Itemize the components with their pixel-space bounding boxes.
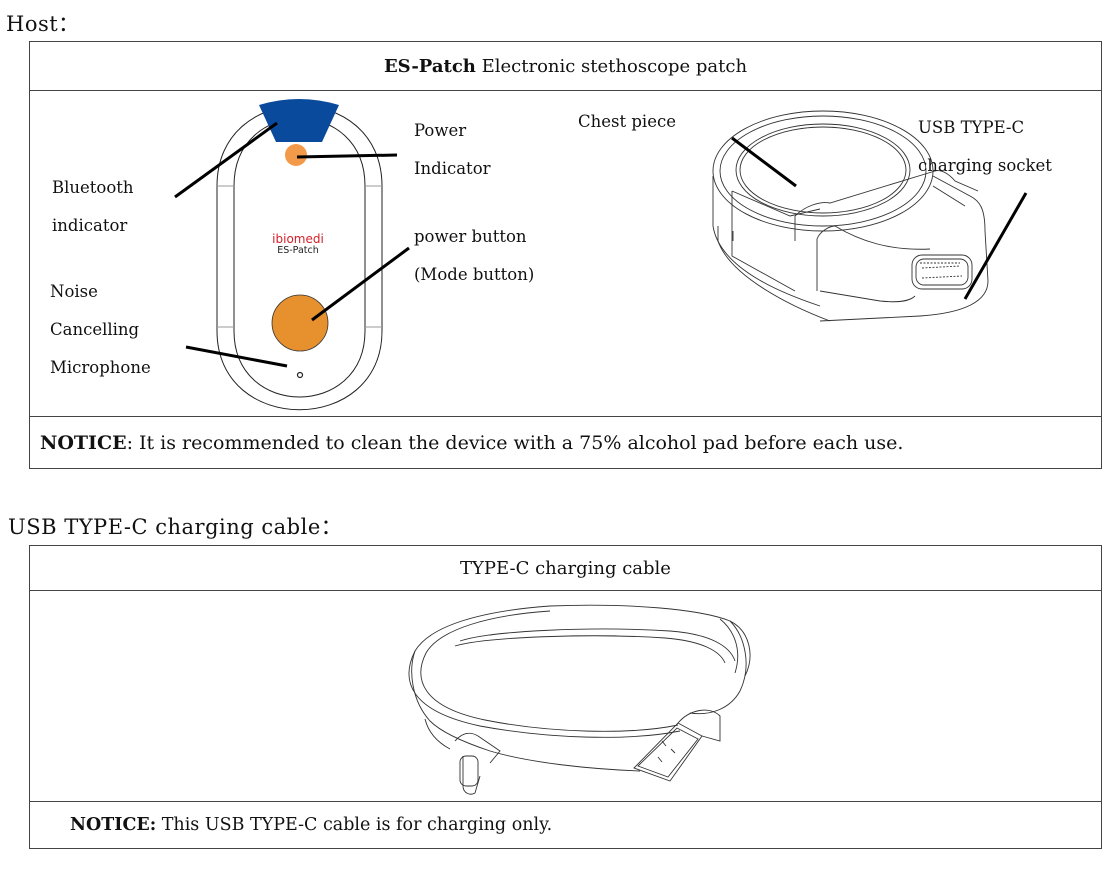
bluetooth-leader-line [174, 121, 278, 199]
notice-text: : It is recommended to clean the device … [126, 431, 904, 454]
device-outer-outline [216, 105, 383, 411]
logo-model: ES-Patch [277, 245, 319, 256]
microphone-leader-line [185, 345, 288, 368]
cable-section-title: USB TYPE-C charging cable： [8, 515, 343, 539]
side-view-diagram [712, 110, 989, 322]
power-indicator-label: Power Indicator [414, 121, 491, 178]
host-diagram-row: ibiomedi ES-Patch Bluetooth indicator Po… [30, 90, 1101, 416]
usb-socket-label: USB TYPE-C charging socket [918, 118, 1052, 175]
cable-notice-text: This USB TYPE-C cable is for charging on… [156, 815, 553, 835]
bluetooth-indicator-label: Bluetooth indicator [52, 178, 134, 235]
logo-brand: ibiomedi [272, 232, 324, 246]
cable-diagram [408, 604, 751, 795]
power-indicator-leader-line [296, 153, 398, 159]
cable-diagram-row [30, 590, 1101, 801]
product-name: ES-Patch [383, 55, 476, 77]
front-view-diagram [174, 99, 1028, 411]
power-button-leader-line [311, 246, 410, 322]
host-table-header: ES-Patch Electronic stethoscope patch [30, 42, 1101, 90]
host-section-title: Host： [6, 12, 80, 36]
power-button-label: power button (Mode button) [414, 227, 535, 284]
product-description: Electronic stethoscope patch [475, 55, 748, 77]
power-button-shape [271, 294, 329, 352]
usb-socket-leader-line [963, 192, 1028, 300]
chest-piece-label: Chest piece [578, 112, 676, 131]
microphone-label: Noise Cancelling Microphone [50, 282, 151, 377]
cable-notice-row: NOTICE: This USB TYPE-C cable is for cha… [30, 801, 1101, 848]
notice-label: NOTICE [40, 431, 127, 454]
chest-piece-leader-line [731, 136, 797, 188]
device-logo: ibiomedi ES-Patch [263, 232, 333, 256]
device-inner-outline [233, 118, 366, 398]
cable-table-header: TYPE-C charging cable [460, 557, 671, 579]
bluetooth-indicator-light [259, 99, 339, 142]
power-indicator-light [285, 144, 307, 166]
host-table: ES-Patch Electronic stethoscope patch [29, 41, 1102, 469]
cable-table: TYPE-C charging cable [29, 545, 1102, 849]
microphone-hole [296, 371, 304, 379]
host-notice-row: NOTICE : It is recommended to clean the … [30, 416, 1101, 468]
cable-notice-label: NOTICE: [70, 815, 157, 835]
